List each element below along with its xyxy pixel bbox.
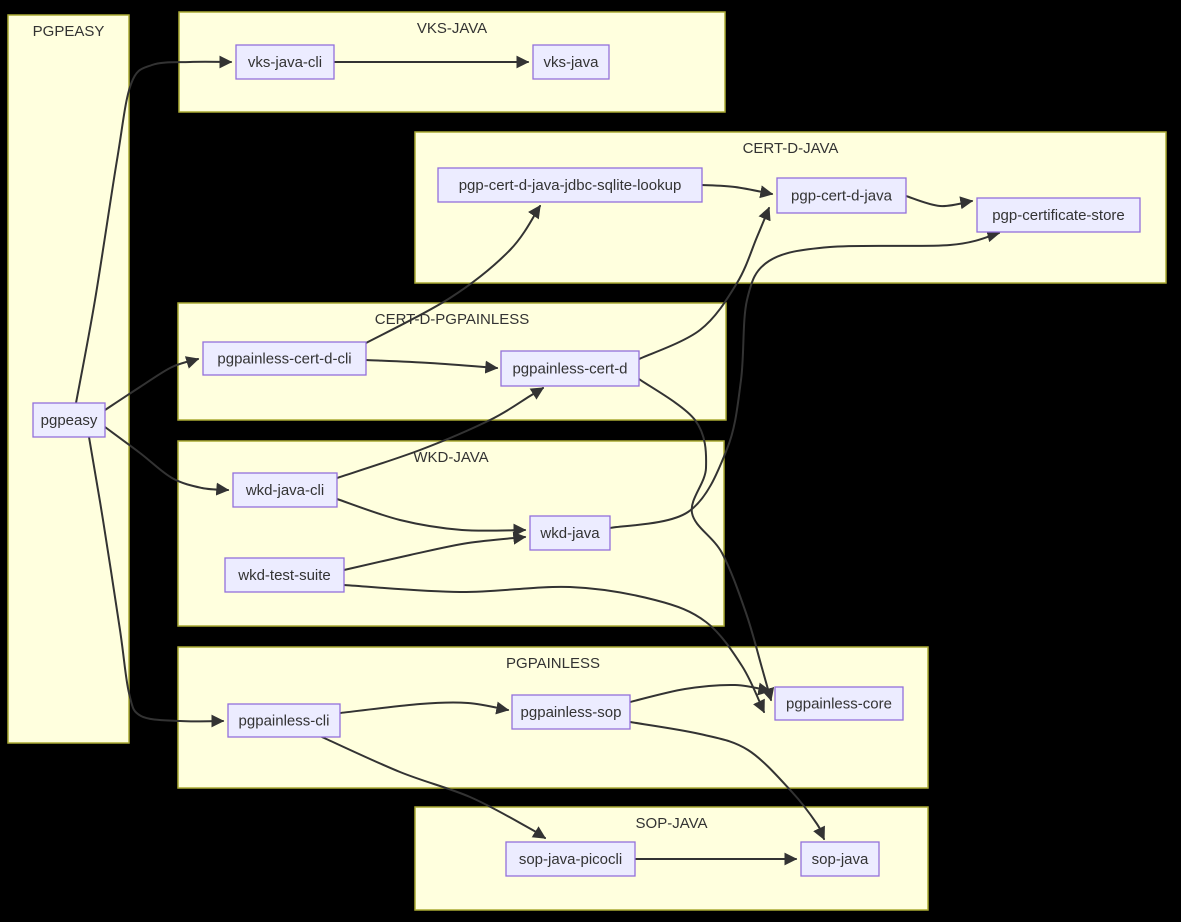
edge-wkd-java--pgp-certificate-store (609, 229, 1001, 529)
node-label-vks-java: vks-java (543, 54, 599, 71)
node-pgp-cert-d-java: pgp-cert-d-java (776, 177, 907, 214)
node-label-sop-java: sop-java (812, 851, 869, 868)
cluster-box-WKD-JAVA (177, 440, 725, 627)
node-wkd-java: wkd-java (529, 515, 611, 551)
cluster-label-PGPEASY: PGPEASY (33, 23, 105, 40)
edge-pgpainless-cert-d-cli--pgp-cert-d-java-jdbc-sqlite-lookup (363, 204, 541, 345)
cluster-label-PGPAINLESS: PGPAINLESS (506, 655, 600, 672)
node-vks-java-cli: vks-java-cli (235, 44, 335, 80)
node-pgpainless-cert-d-cli: pgpainless-cert-d-cli (202, 341, 367, 376)
cluster-label-CERT-D-PGPAINLESS: CERT-D-PGPAINLESS (375, 311, 529, 328)
node-box-pgpainless-sop (511, 694, 631, 730)
edge-pgpainless-cli--pgpainless-sop (339, 701, 510, 715)
edge-pgpainless-cert-d--pgpainless-core (638, 378, 775, 702)
edge-pgp-cert-d-java-jdbc-sqlite-lookup--pgp-cert-d-java (701, 184, 774, 199)
node-box-pgp-cert-d-java-jdbc-sqlite-lookup (437, 167, 703, 203)
cluster-PGPEASY: PGPEASY (7, 14, 130, 744)
node-label-vks-java-cli: vks-java-cli (248, 54, 322, 71)
node-label-pgpainless-cert-d-cli: pgpainless-cert-d-cli (217, 351, 351, 368)
node-label-wkd-java-cli: wkd-java-cli (245, 482, 324, 499)
edge-pgpainless-sop--pgpainless-core (629, 682, 772, 703)
edges-layer (75, 55, 1001, 866)
node-label-pgpainless-cli: pgpainless-cli (239, 713, 330, 730)
node-pgpainless-sop: pgpainless-sop (511, 694, 631, 730)
node-pgpainless-cert-d: pgpainless-cert-d (500, 350, 640, 387)
node-pgp-certificate-store: pgp-certificate-store (976, 197, 1141, 233)
cluster-label-WKD-JAVA: WKD-JAVA (413, 449, 488, 466)
node-pgpainless-core: pgpainless-core (774, 686, 904, 721)
node-box-sop-java-picocli (505, 841, 636, 877)
node-label-pgp-certificate-store: pgp-certificate-store (992, 207, 1125, 224)
node-pgp-cert-d-java-jdbc-sqlite-lookup: pgp-cert-d-java-jdbc-sqlite-lookup (437, 167, 703, 203)
clusters-layer: PGPEASY VKS-JAVA CERT-D-JAVA CERT-D-PGPAINL… (7, 11, 1167, 911)
edge-pgpainless-cli--sop-java-picocli (321, 736, 547, 839)
node-label-wkd-java: wkd-java (539, 525, 600, 542)
node-box-wkd-java (529, 515, 611, 551)
node-box-vks-java (532, 44, 610, 80)
node-label-pgpainless-cert-d: pgpainless-cert-d (512, 361, 627, 378)
edge-wkd-java-cli--pgpainless-cert-d (336, 387, 545, 479)
edge-wkd-test-suite--wkd-java (343, 531, 527, 571)
node-box-sop-java (800, 841, 880, 877)
node-wkd-test-suite: wkd-test-suite (224, 557, 345, 593)
edge-pgpeasy--pgpainless-cert-d-cli (104, 356, 200, 411)
node-box-pgpainless-cli (227, 703, 341, 738)
edge-pgp-cert-d-java--pgp-certificate-store (905, 195, 974, 210)
edge-pgpainless-cert-d-cli--pgpainless-cert-d (365, 359, 499, 374)
node-box-vks-java-cli (235, 44, 335, 80)
node-label-pgp-cert-d-java: pgp-cert-d-java (791, 188, 893, 205)
node-box-pgp-certificate-store (976, 197, 1141, 233)
cluster-label-CERT-D-JAVA: CERT-D-JAVA (743, 140, 839, 157)
node-label-pgpeasy: pgpeasy (41, 412, 98, 429)
node-label-sop-java-picocli: sop-java-picocli (519, 851, 622, 868)
cluster-label-VKS-JAVA: VKS-JAVA (417, 20, 487, 37)
edge-pgpeasy--vks-java-cli (75, 55, 233, 404)
edge-pgpeasy--wkd-java-cli (104, 426, 230, 496)
edge-wkd-test-suite--pgpainless-core (343, 584, 765, 714)
node-label-wkd-test-suite: wkd-test-suite (237, 567, 331, 584)
edge-pgpainless-sop--sop-java (629, 721, 825, 841)
node-box-pgpainless-cert-d (500, 350, 640, 387)
node-pgpainless-cli: pgpainless-cli (227, 703, 341, 738)
cluster-box-PGPEASY (7, 14, 130, 744)
node-label-pgpainless-core: pgpainless-core (786, 696, 892, 713)
node-box-pgpainless-core (774, 686, 904, 721)
cluster-WKD-JAVA: WKD-JAVA (177, 440, 725, 627)
edge-wkd-java-cli--wkd-java (336, 498, 527, 537)
node-sop-java: sop-java (800, 841, 880, 877)
node-vks-java: vks-java (532, 44, 610, 80)
node-box-pgpainless-cert-d-cli (202, 341, 367, 376)
node-pgpeasy: pgpeasy (32, 402, 106, 438)
node-sop-java-picocli: sop-java-picocli (505, 841, 636, 877)
node-label-pgpainless-sop: pgpainless-sop (521, 704, 622, 721)
node-box-pgp-cert-d-java (776, 177, 907, 214)
node-wkd-java-cli: wkd-java-cli (232, 472, 338, 508)
node-box-wkd-java-cli (232, 472, 338, 508)
node-label-pgp-cert-d-java-jdbc-sqlite-lookup: pgp-cert-d-java-jdbc-sqlite-lookup (459, 177, 682, 194)
edge-pgpainless-cert-d--pgp-cert-d-java (638, 206, 771, 360)
edge-pgpeasy--pgpainless-cli (88, 436, 225, 728)
cluster-label-SOP-JAVA: SOP-JAVA (636, 815, 708, 832)
node-box-wkd-test-suite (224, 557, 345, 593)
node-box-pgpeasy (32, 402, 106, 438)
nodes-layer: pgpeasy vks-java-cli vks-java pgp-cert-d-ja… (32, 44, 1141, 877)
